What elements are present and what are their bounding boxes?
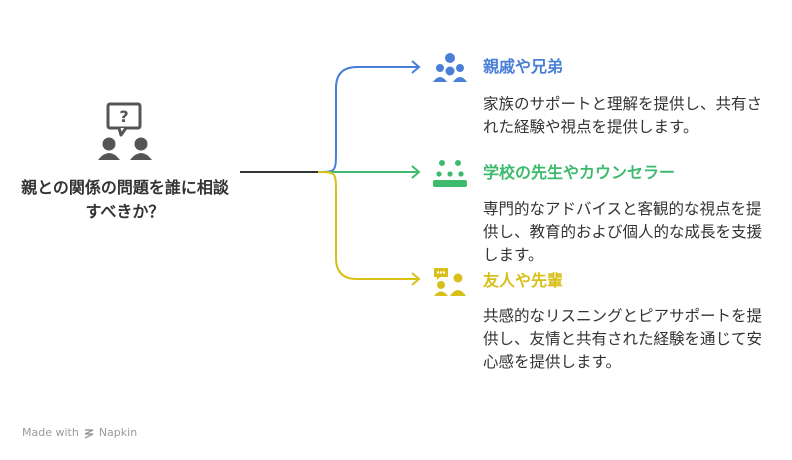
branch-title-family: 親戚や兄弟: [483, 57, 564, 76]
footer-text: Made with: [22, 426, 79, 439]
footer-attribution: Made with Napkin: [22, 426, 137, 439]
family-icon: [432, 52, 468, 82]
svg-text:?: ?: [119, 107, 128, 126]
arrow-friends-icon: [411, 272, 421, 286]
branch-title-friends: 友人や先輩: [483, 271, 564, 290]
branch-desc-friends: 共感的なリスニングとピアサポートを提供し、友情と共有された経験を通じて安心感を提…: [483, 307, 763, 371]
napkin-logo-icon: [83, 427, 95, 439]
branch-line-family: [317, 66, 418, 173]
branch-line-friends: [317, 171, 418, 280]
center-title: 親との関係の問題を誰に相談すべきか？: [21, 178, 229, 221]
friends-chat-icon: [432, 266, 468, 296]
people-question-icon: ?: [95, 102, 161, 168]
branch-desc-teacher: 専門的なアドバイスと客観的な視点を提供し、教育的および個人的な成長を支援します。: [483, 200, 763, 264]
arrow-family-icon: [411, 60, 421, 74]
arrow-teacher-icon: [411, 165, 421, 179]
classroom-icon: [432, 158, 468, 188]
footer-brand: Napkin: [98, 426, 138, 439]
branch-title-teacher: 学校の先生やカウンセラー: [483, 163, 676, 182]
branch-desc-family: 家族のサポートと理解を提供し、共有された経験や視点を提供します。: [483, 95, 763, 136]
